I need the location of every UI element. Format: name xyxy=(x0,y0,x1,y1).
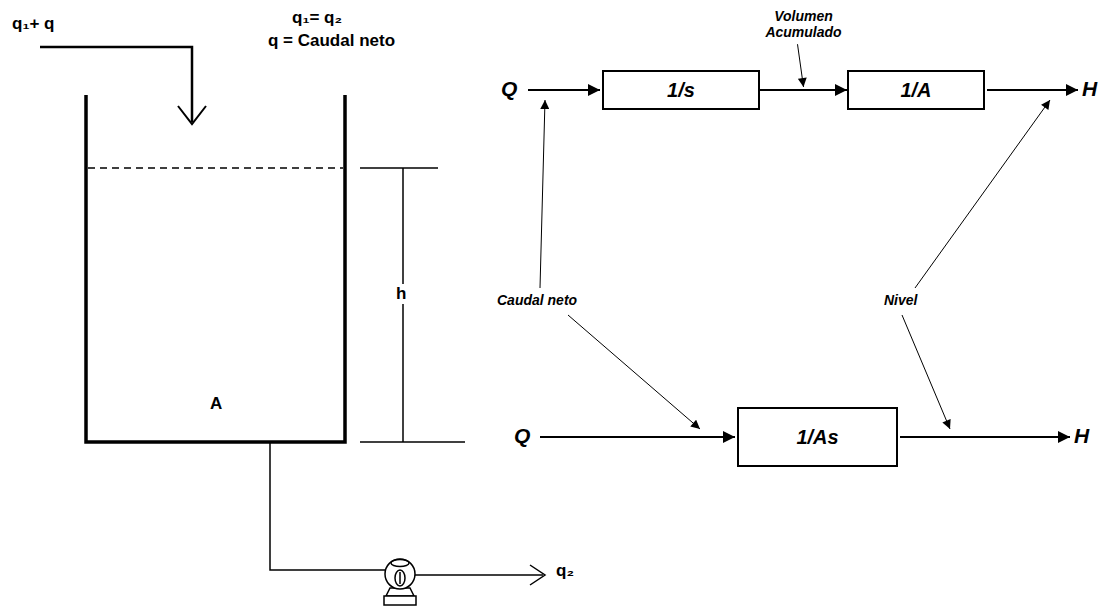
leader-line xyxy=(798,44,804,87)
leader-line xyxy=(902,315,950,429)
area-label: A xyxy=(210,394,222,414)
signal-connector xyxy=(760,89,847,91)
signal-line xyxy=(900,436,1070,438)
block-text: 1/s xyxy=(667,79,695,102)
flow-label: q₁+ q xyxy=(12,14,54,34)
tank-wall xyxy=(86,95,345,442)
liquid-level xyxy=(88,167,343,169)
signal-name: Q xyxy=(501,77,517,101)
leader-line xyxy=(915,100,1050,288)
signal-name: H xyxy=(1082,77,1097,101)
block-text: 1/As xyxy=(796,426,838,449)
transfer-block: 1/As xyxy=(737,407,898,467)
signal-line xyxy=(987,89,1078,91)
flow-label: q = Caudal neto xyxy=(268,31,395,51)
dimension-line xyxy=(360,167,438,169)
flow-label: q₁= q₂ xyxy=(292,8,342,28)
dimension-line xyxy=(402,168,404,442)
outlet-pipe xyxy=(414,574,543,576)
block-text: 1/A xyxy=(900,79,931,102)
leader-line xyxy=(540,100,545,288)
transfer-block: 1/s xyxy=(602,70,760,110)
signal-name: H xyxy=(1074,424,1089,448)
dimension-line xyxy=(360,441,465,443)
callout-label: Nivel xyxy=(884,292,917,308)
dimension-label: h xyxy=(393,284,409,304)
signal-line xyxy=(528,89,600,91)
signal-line xyxy=(540,436,735,438)
inflow-arrow xyxy=(178,106,206,124)
pump-symbol xyxy=(384,559,416,605)
outlet-pipe xyxy=(270,442,386,570)
flow-label: q₂ xyxy=(556,561,574,581)
signal-name: Q xyxy=(514,424,530,448)
edge-label: Volumen Acumulado xyxy=(754,8,854,40)
callout-label: Caudal neto xyxy=(497,292,577,308)
transfer-block: 1/A xyxy=(847,70,985,110)
inflow-pipe xyxy=(40,47,192,122)
outlet-arrow xyxy=(530,565,545,585)
leader-line xyxy=(568,315,700,429)
